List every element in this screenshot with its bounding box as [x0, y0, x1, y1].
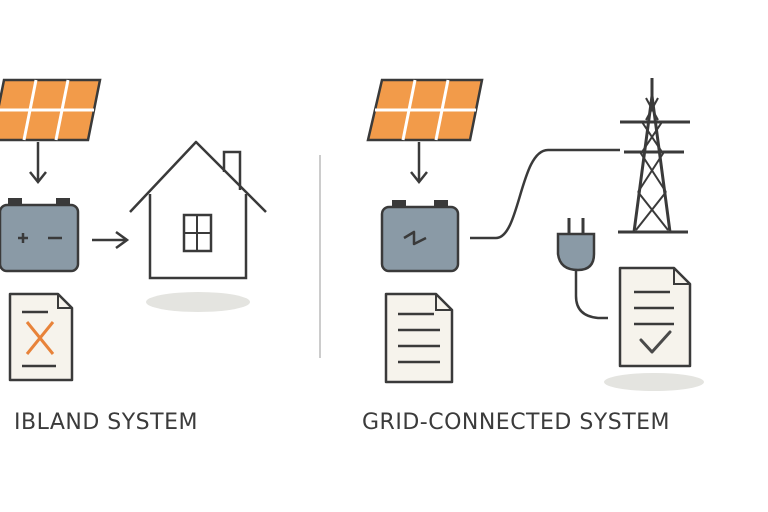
right-document-check-icon — [604, 266, 704, 391]
left-battery-icon — [0, 198, 80, 273]
plug-icon — [556, 218, 608, 320]
left-arrow-right-icon — [92, 230, 130, 250]
right-document-lines-icon — [384, 292, 454, 384]
left-document-x-icon — [8, 292, 74, 382]
left-arrow-down-icon — [29, 142, 47, 185]
caption-grid-connected-system: GRID-CONNECTED SYSTEM — [362, 410, 671, 435]
power-tower-icon — [618, 78, 690, 234]
house-icon — [129, 140, 267, 312]
caption-island-system: IBLAND SYSTEM — [14, 410, 198, 435]
right-solar-panel-icon — [366, 78, 484, 142]
right-arrow-down-icon — [410, 142, 428, 185]
grid-connection-cable — [470, 148, 620, 240]
left-solar-panel-icon — [0, 78, 102, 142]
right-battery-icon — [380, 200, 460, 273]
